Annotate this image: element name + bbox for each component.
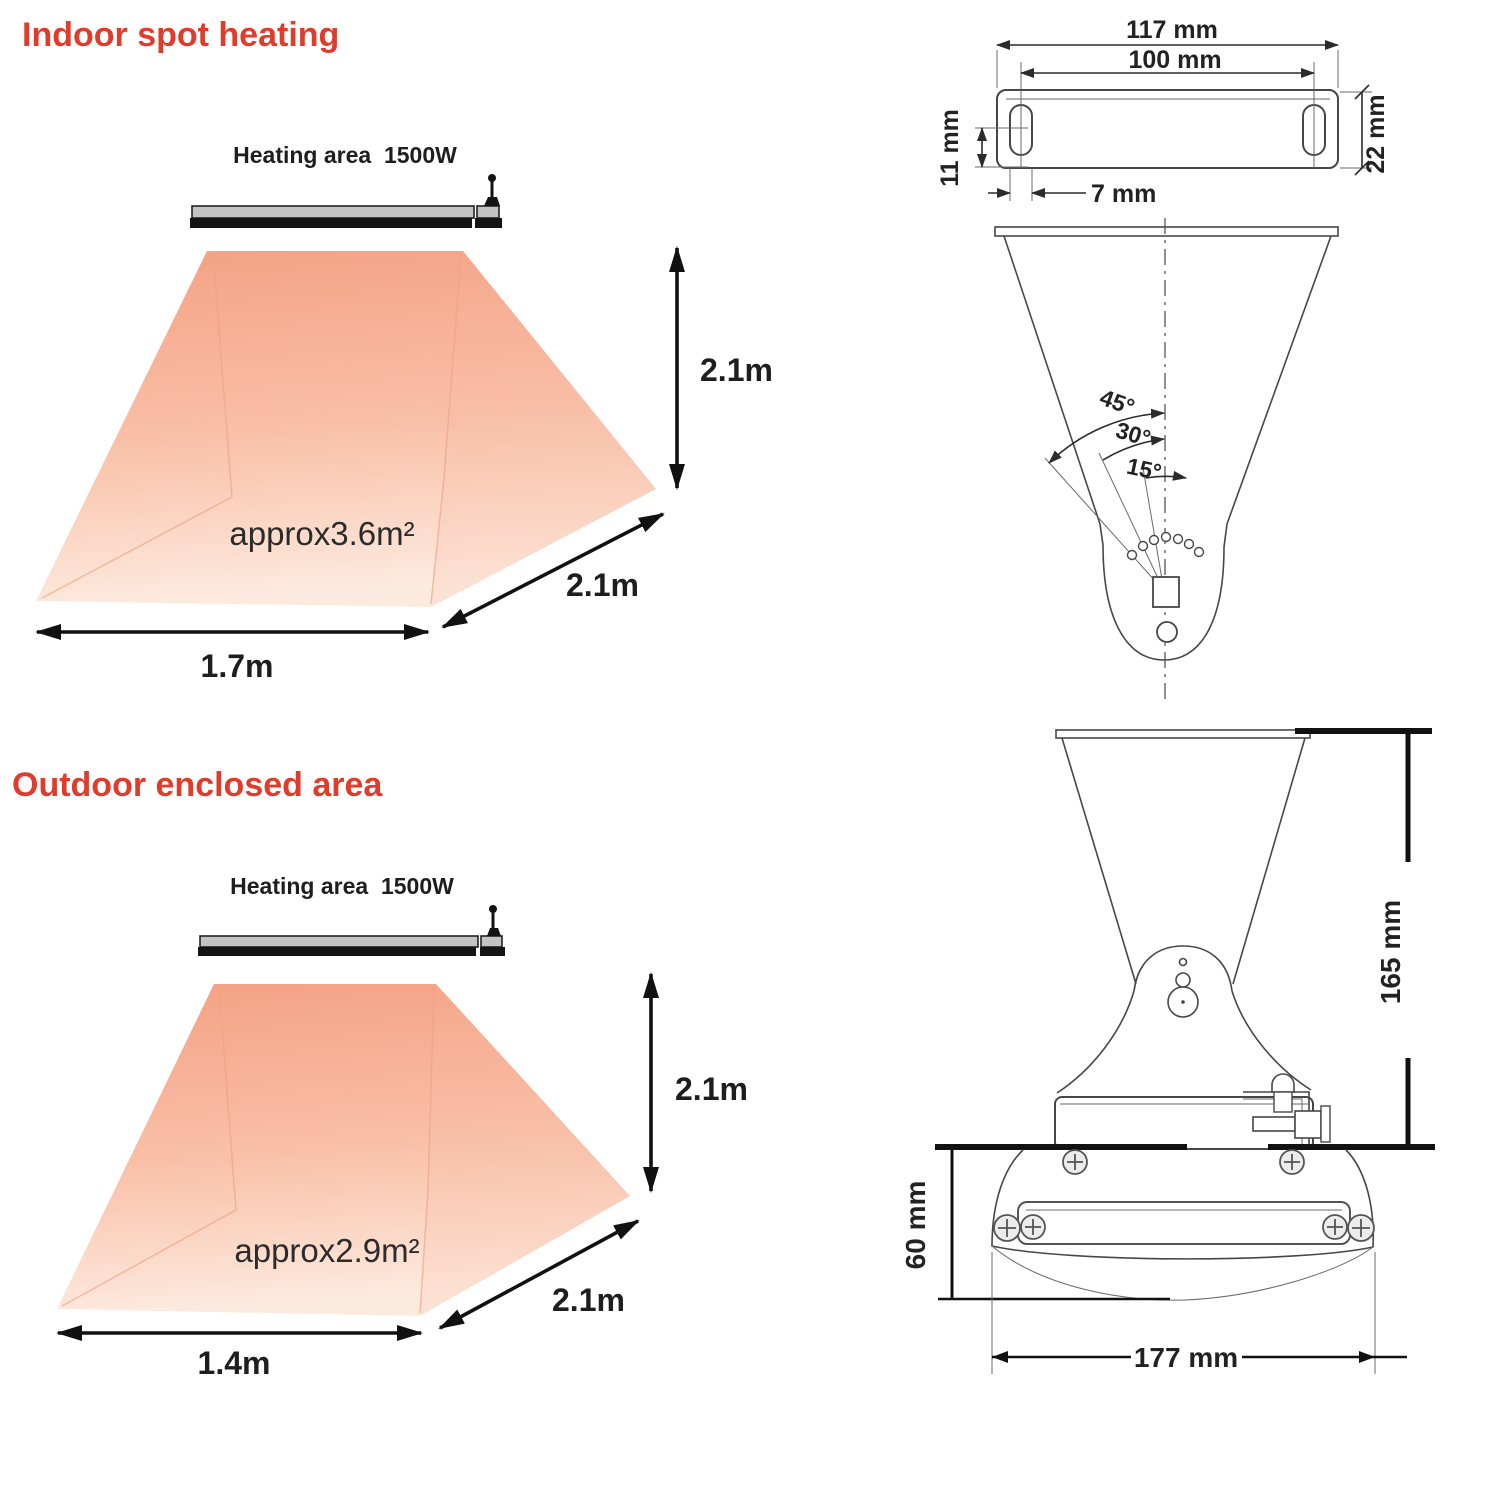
- small-hole: [1178, 957, 1188, 967]
- svg-text:2.1m: 2.1m: [700, 352, 773, 388]
- bracket-top-view: 117 mm 100 mm 11 mm: [936, 16, 1390, 208]
- hanger-plate: [1056, 945, 1312, 1094]
- cord-tip: [488, 174, 496, 182]
- screw-icon: [1062, 1149, 1088, 1175]
- indoor-dimension-depth: 2.1m: [441, 512, 665, 629]
- outdoor-area-label: approx2.9m²: [234, 1232, 419, 1269]
- svg-text:1.4m: 1.4m: [198, 1345, 271, 1381]
- outdoor-heater-bar-icon: [198, 905, 505, 956]
- screw-icon: [1279, 1149, 1305, 1175]
- svg-text:11 mm: 11 mm: [936, 109, 964, 187]
- indoor-dimension-width: 1.7m: [35, 624, 430, 684]
- bolt-washer: [1320, 1105, 1331, 1143]
- dim-body-height: 165 mm: [1295, 728, 1432, 1147]
- svg-text:117 mm: 117 mm: [1126, 16, 1218, 44]
- heating-element-window: [1017, 1201, 1351, 1245]
- svg-text:2.1m: 2.1m: [552, 1282, 625, 1318]
- svg-text:7 mm: 7 mm: [1091, 180, 1156, 208]
- svg-text:165 mm: 165 mm: [1375, 900, 1406, 1004]
- svg-text:2.1m: 2.1m: [675, 1071, 748, 1107]
- bolt-head: [1294, 1110, 1322, 1139]
- pivot-housing: [1099, 523, 1228, 661]
- svg-text:100 mm: 100 mm: [1128, 46, 1221, 74]
- indoor-title: Indoor spot heating: [22, 16, 339, 54]
- svg-text:1.7m: 1.7m: [201, 648, 274, 684]
- svg-text:60 mm: 60 mm: [900, 1181, 931, 1270]
- angle-adjustment-holes: [1126, 531, 1205, 561]
- clamp-bar: [1054, 1073, 1331, 1150]
- indoor-dimension-height: 2.1m: [669, 246, 773, 490]
- dim-reflector-width: 177 mm: [991, 1252, 1407, 1374]
- dim-slot-width: 7 mm: [988, 168, 1156, 208]
- keyhole-top: [1175, 972, 1191, 988]
- outdoor-section: Outdoor enclosed area Heating area 1500W…: [12, 766, 748, 1381]
- reflector-flange: [994, 226, 1339, 237]
- reflector-flange-front: [1055, 729, 1311, 739]
- svg-text:2.1m: 2.1m: [566, 567, 639, 603]
- angle-45-label: 45°: [1097, 384, 1139, 420]
- cord-tip: [489, 905, 497, 913]
- tilt-angle-view: 45° 30° 15°: [994, 218, 1339, 702]
- bolt-shaft: [1252, 1116, 1296, 1132]
- cord-boss: [487, 928, 501, 936]
- outdoor-dimension-height: 2.1m: [643, 972, 748, 1193]
- indoor-area-label: approx3.6m²: [229, 515, 414, 552]
- outdoor-dimension-depth: 2.1m: [438, 1219, 640, 1330]
- dim-slot-offset: 11 mm: [936, 109, 1028, 187]
- angle-15-label: 15°: [1124, 453, 1163, 486]
- dim-outer-width: 117 mm: [996, 16, 1339, 88]
- dome-nut: [1271, 1073, 1295, 1093]
- mounting-reference-line: [935, 1144, 1435, 1150]
- outdoor-title: Outdoor enclosed area: [12, 766, 383, 804]
- indoor-heater-label: Heating area 1500W: [233, 142, 457, 168]
- indoor-section: Indoor spot heating Heating area 1500W a…: [22, 16, 773, 684]
- indoor-heater-bar-icon: [190, 174, 502, 228]
- mounting-bracket-outline: [996, 89, 1339, 169]
- screw-icon: [1020, 1214, 1046, 1240]
- pivot-block: [1152, 576, 1180, 608]
- screw-icon: [1347, 1214, 1375, 1242]
- cord-boss: [484, 197, 500, 206]
- indoor-heat-beam: [36, 251, 656, 607]
- reflector-dome: [991, 1149, 1375, 1301]
- outdoor-dimension-width: 1.4m: [56, 1325, 423, 1381]
- svg-text:177 mm: 177 mm: [1134, 1342, 1238, 1373]
- pivot-hole: [1156, 621, 1178, 643]
- dim-reflector-height: 60 mm: [900, 1147, 1170, 1301]
- outdoor-heater-label: Heating area 1500W: [230, 873, 454, 899]
- screw-icon: [1322, 1214, 1348, 1240]
- front-view: 165 mm 60 mm 177 mm: [900, 728, 1435, 1374]
- svg-text:22 mm: 22 mm: [1362, 94, 1390, 173]
- angle-30-label: 30°: [1113, 417, 1154, 452]
- screws: [993, 1149, 1375, 1242]
- dim-bracket-height: 22 mm: [1340, 84, 1390, 176]
- screw-icon: [993, 1214, 1021, 1242]
- dim-slot-spacing: 100 mm: [1020, 46, 1315, 104]
